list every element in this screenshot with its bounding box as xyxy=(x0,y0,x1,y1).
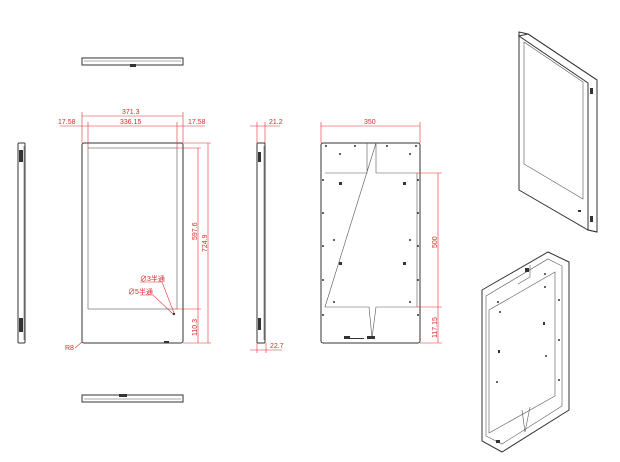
dim-screen-height: 597.6 xyxy=(192,222,199,240)
corner-radius-note: R8 xyxy=(65,345,74,352)
back-view: 350 500 117.15 xyxy=(320,119,442,344)
isometric-back-view xyxy=(481,251,570,453)
dim-mount-width: 350 xyxy=(364,119,376,126)
dim-top-depth: 21.2 xyxy=(269,119,283,126)
dim-bottom-depth: 22.7 xyxy=(270,343,284,350)
dim-bottom-bezel: 110.3 xyxy=(192,319,199,336)
right-side-view: 21.2 22.7 xyxy=(250,119,284,353)
hole-small-note: ∅3半通 xyxy=(140,274,165,283)
bottom-view xyxy=(81,394,184,403)
dim-bottom-offset: 117.15 xyxy=(432,317,439,338)
dim-overall-height: 724.9 xyxy=(202,234,209,252)
dim-right-bezel: 17.58 xyxy=(188,119,206,126)
dim-mount-height: 500 xyxy=(432,236,439,248)
top-view xyxy=(81,57,184,67)
hole-large-note: ∅5半通 xyxy=(128,287,153,296)
dim-left-bezel: 17.58 xyxy=(58,119,76,126)
dim-overall-width: 371.3 xyxy=(122,109,140,116)
dim-screen-width: 336.15 xyxy=(120,119,142,126)
isometric-front-view xyxy=(517,31,598,233)
left-side-view xyxy=(17,142,26,344)
front-view: 371.3 17.58 336.15 17.58 597.6 724.9 110… xyxy=(58,109,211,352)
